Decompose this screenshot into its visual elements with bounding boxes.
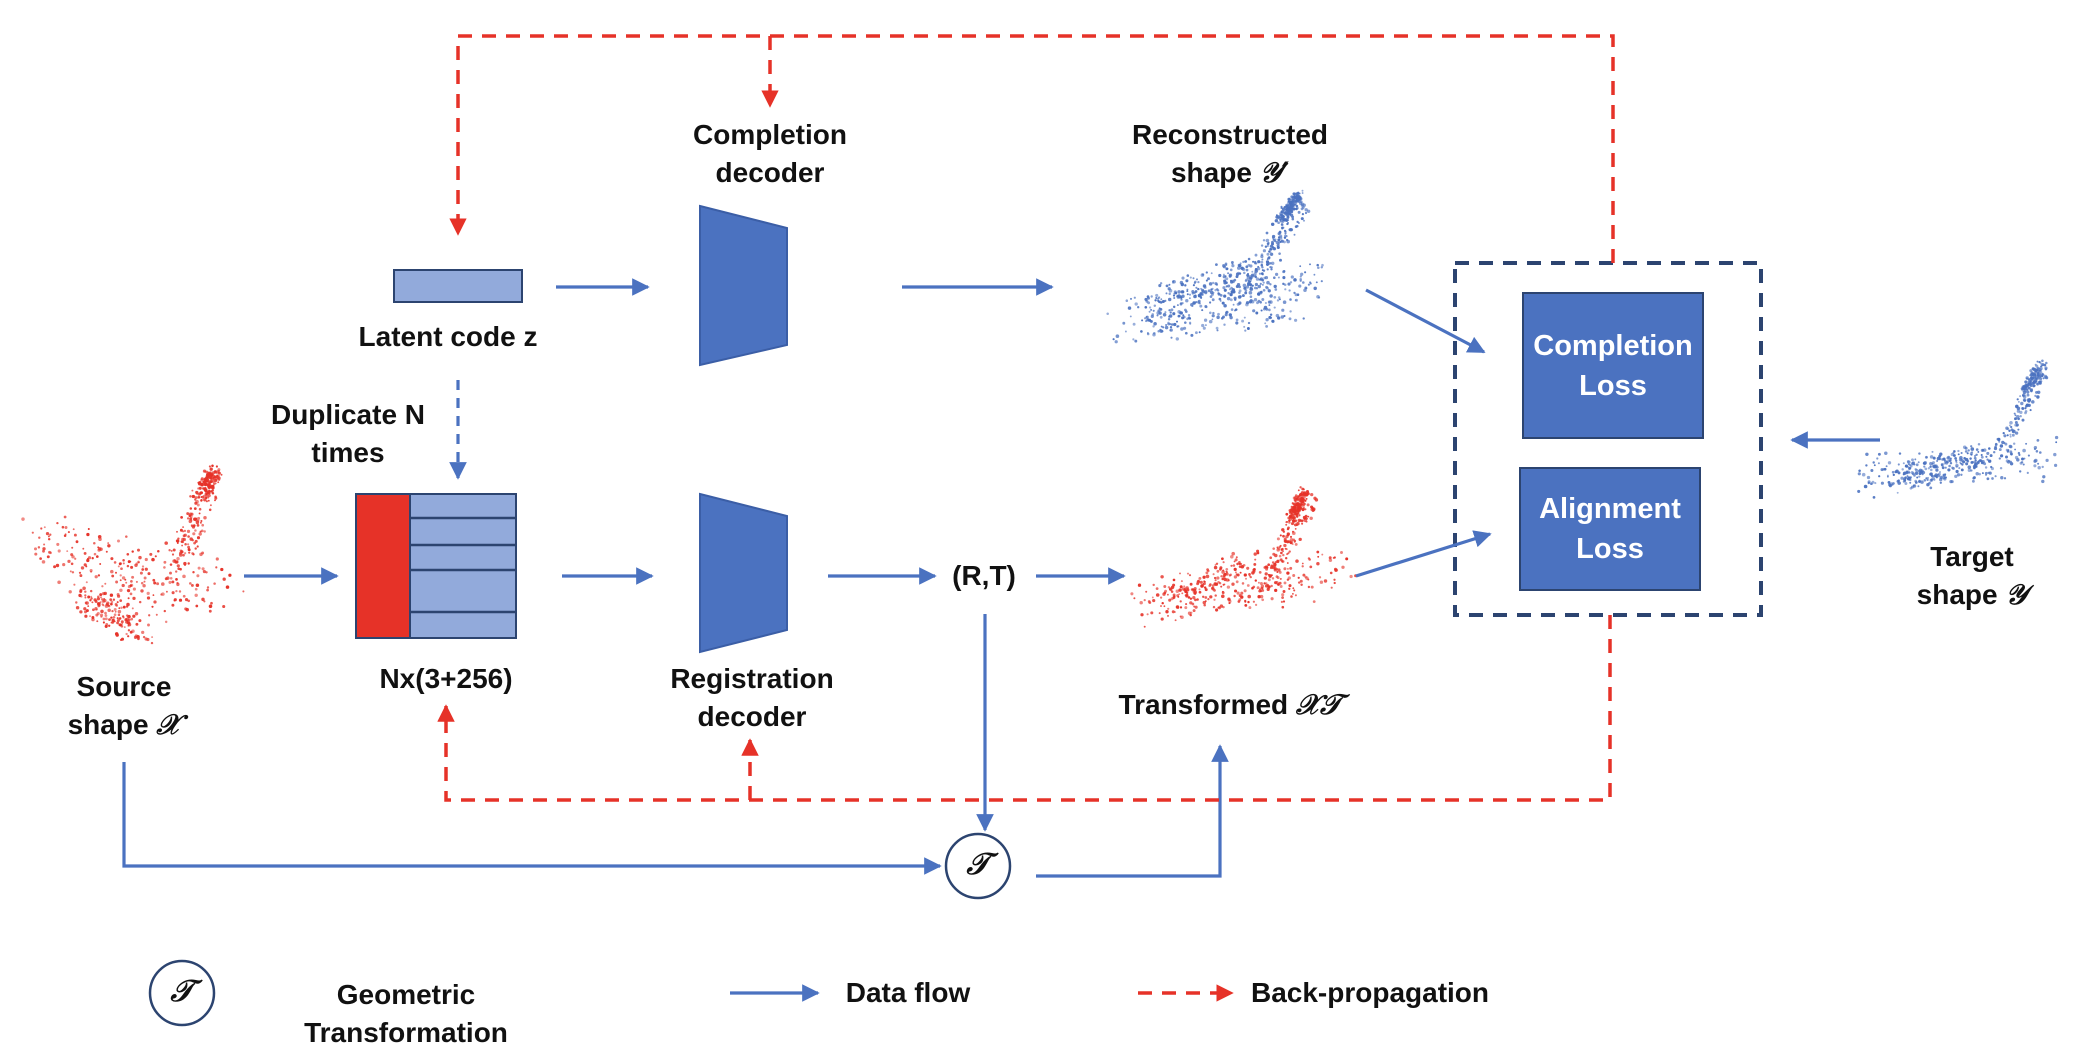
legend-operator-symbol: 𝒯 (170, 974, 194, 1009)
feature-matrix (355, 493, 517, 639)
transformed-symbol: 𝒳𝒯 (1295, 688, 1342, 721)
dashed-loss-group (1453, 261, 1763, 617)
legend-geometric-transformation-label: Geometric Transformation (304, 979, 508, 1048)
duplicate-label: Duplicate N times (270, 399, 426, 468)
source-shape-label: Source shape 𝒳 (67, 671, 181, 741)
alignment-loss-box (1519, 467, 1701, 591)
registration-decoder-shape (699, 492, 788, 654)
feature-matrix-label: Nx(3+256) (379, 663, 513, 694)
target-shape-symbol: 𝒴 (2005, 578, 2028, 611)
arrow-transformed-to-alignment-loss (1355, 530, 1492, 578)
legend-operator-icon (148, 959, 216, 1027)
transformed-label: Transformed 𝒳𝒯 (1118, 688, 1342, 721)
legend (148, 959, 1234, 1027)
completion-loss-label: Completion Loss (1533, 330, 1693, 402)
backprop-bottom-loop (437, 615, 1612, 802)
latent-code-label: Latent code z (358, 321, 538, 352)
rt-label: (R,T) (952, 560, 1016, 591)
back-propagation-paths (437, 34, 1615, 802)
latent-code-bar (393, 269, 523, 303)
transformation-operator-symbol: 𝒯 (966, 847, 990, 882)
registration-decoder-label: Registration decoder (670, 663, 834, 732)
completion-loss-box (1522, 292, 1704, 439)
data-flow-arrows (122, 278, 1880, 878)
reconstructed-point-cloud-icon (1106, 189, 1324, 344)
target-point-cloud-icon (1857, 359, 2059, 499)
source-point-cloud-icon (21, 464, 245, 645)
arrow-operator-to-transformed (1036, 744, 1229, 878)
completion-decoder-label: Completion decoder (693, 119, 847, 188)
backprop-top-loop (449, 34, 1615, 263)
reconstructed-shape-symbol: 𝒴′ (1259, 156, 1290, 189)
legend-back-propagation-label: Back-propagation (1250, 977, 1490, 1008)
transformed-point-cloud-icon (1130, 486, 1358, 628)
target-shape-label: Target shape 𝒴 (1916, 541, 2028, 611)
source-shape-symbol: 𝒳 (156, 708, 181, 741)
completion-decoder-shape (699, 204, 788, 367)
reconstructed-shape-label: Reconstructed shape 𝒴′ (1131, 119, 1329, 189)
legend-data-flow-label: Data flow (845, 977, 971, 1008)
transformation-operator (944, 832, 1012, 900)
arrow-source-to-operator (122, 762, 942, 875)
alignment-loss-label: Alignment Loss (1539, 493, 1681, 565)
arrow-reconstructed-to-completion-loss (1365, 288, 1486, 354)
